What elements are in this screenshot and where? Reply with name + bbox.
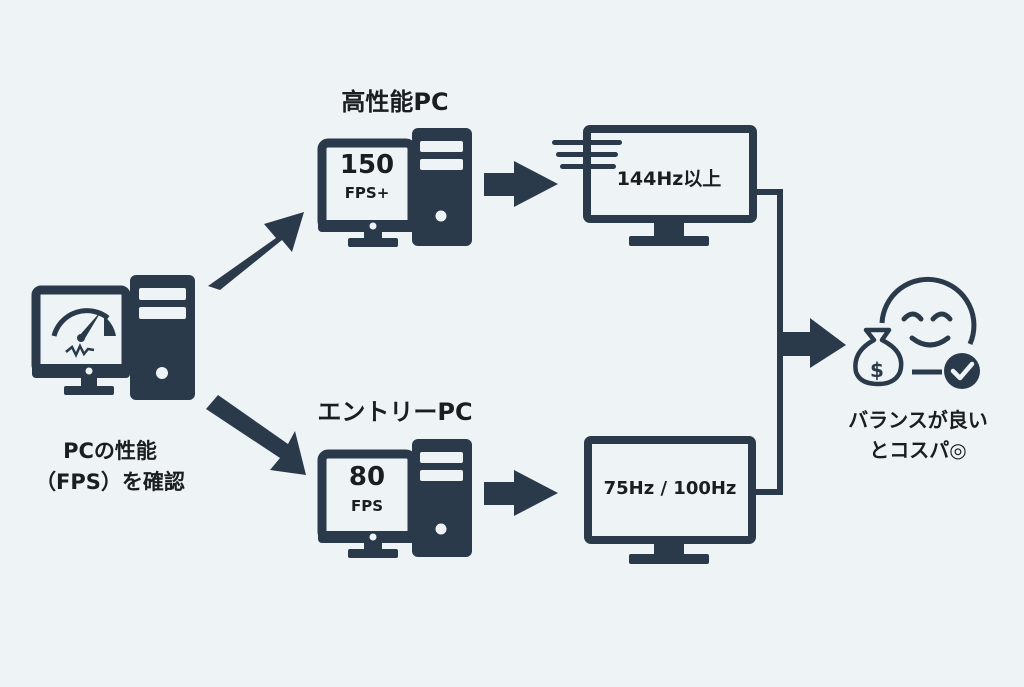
fast-monitor-icon xyxy=(552,125,757,246)
connector-line xyxy=(756,189,783,495)
arrow-right-high-icon xyxy=(484,161,558,207)
result-caption: バランスが良い とコスパ◎ xyxy=(820,405,1016,465)
start-caption-line1: PCの性能 xyxy=(63,439,157,463)
check-circle-icon xyxy=(944,353,980,389)
arrow-up-right-icon xyxy=(208,212,304,290)
arrow-down-right-icon xyxy=(206,395,306,475)
arrow-right-entry-icon xyxy=(484,470,558,516)
arrow-right-result-icon xyxy=(780,318,846,368)
entry-pc-icon xyxy=(317,439,472,558)
high-pc-fps-unit: FPS+ xyxy=(344,184,390,202)
start-pc-icon xyxy=(31,275,195,400)
high-pc-title: 高性能PC xyxy=(341,88,449,116)
entry-pc-fps-unit: FPS xyxy=(350,497,384,515)
monitor-icon xyxy=(584,436,756,564)
start-tower-icon xyxy=(130,275,195,400)
start-caption: PCの性能 （FPS）を確認 xyxy=(20,436,200,498)
speedometer-icon xyxy=(51,308,116,358)
svg-text:$: $ xyxy=(870,358,884,382)
high-pc-fps-value: 150 xyxy=(339,150,395,180)
money-bag-icon: $ xyxy=(853,327,904,387)
entry-pc-title: エントリーPC xyxy=(317,398,473,426)
smile-moneybag-check-icon: $ xyxy=(853,276,980,389)
high-pc-icon xyxy=(317,128,472,247)
result-caption-line2: とコスパ◎ xyxy=(869,438,967,462)
high-monitor-label: 144Hz以上 xyxy=(616,168,722,190)
start-monitor-icon xyxy=(31,285,131,395)
entry-monitor-label: 75Hz / 100Hz xyxy=(603,478,737,499)
result-caption-line1: バランスが良い xyxy=(848,408,988,432)
entry-pc-fps-value: 80 xyxy=(348,462,386,492)
start-caption-line2: （FPS）を確認 xyxy=(35,470,185,494)
